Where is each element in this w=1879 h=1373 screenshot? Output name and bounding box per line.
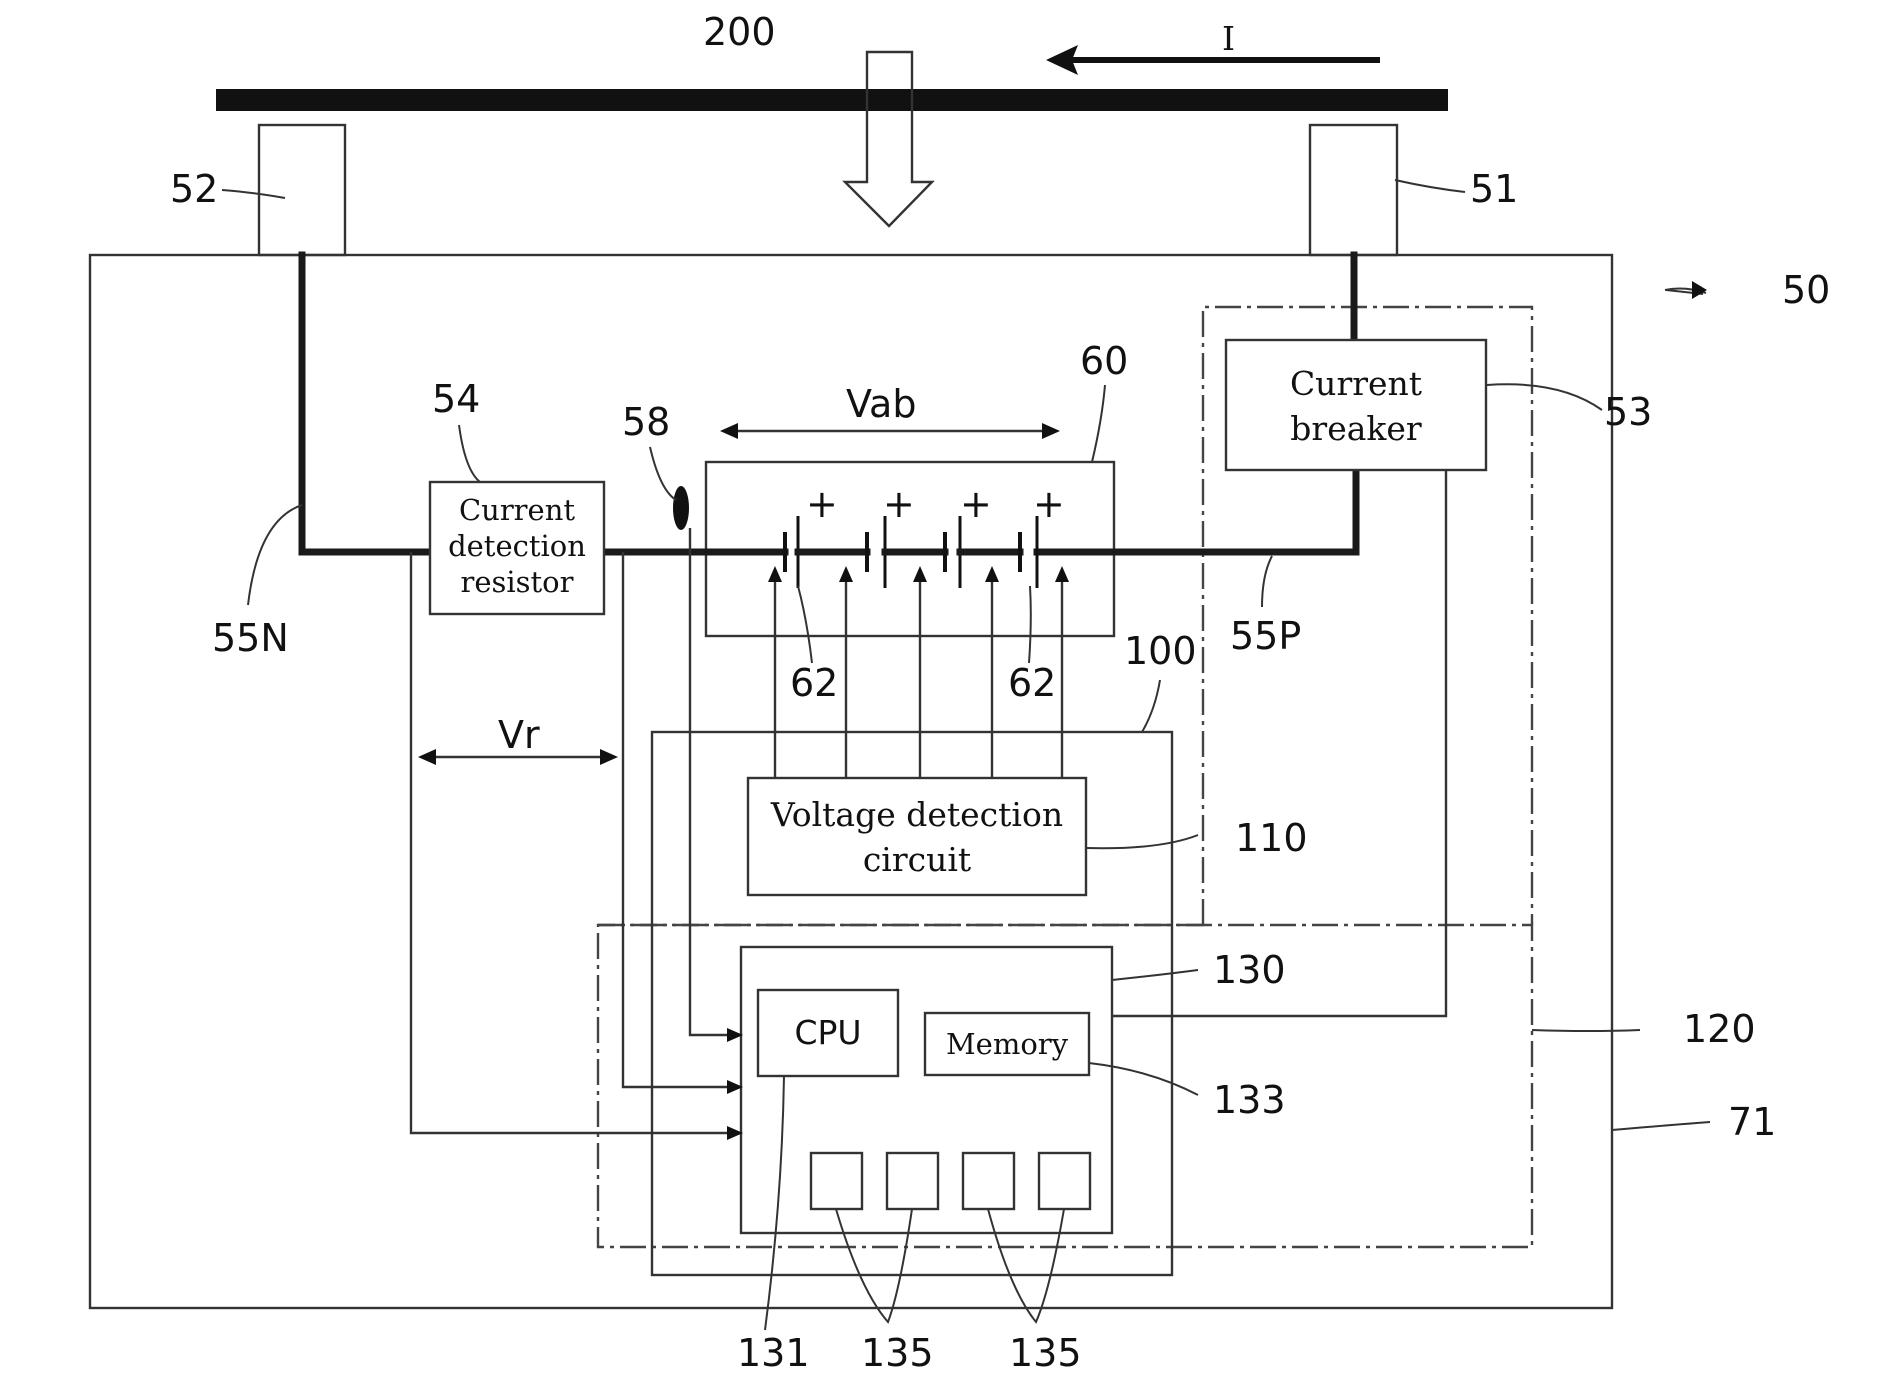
ref-135-right: 135 xyxy=(1009,1331,1082,1373)
terminal-52 xyxy=(259,125,345,255)
ref-120: 120 xyxy=(1683,1007,1756,1051)
temperature-sensor-58 xyxy=(673,486,689,530)
cell-plus-2: + xyxy=(883,482,915,526)
ref-54: 54 xyxy=(432,377,480,421)
ref-53: 53 xyxy=(1604,390,1652,434)
port-135-2 xyxy=(887,1153,938,1209)
ref-55N: 55N xyxy=(212,616,289,660)
ref-71: 71 xyxy=(1728,1100,1776,1144)
ref-133: 133 xyxy=(1213,1078,1286,1122)
ref-130: 130 xyxy=(1213,948,1286,992)
ref-Vab: Vab xyxy=(846,382,916,426)
port-135-4 xyxy=(1039,1153,1090,1209)
ref-131: 131 xyxy=(737,1331,810,1373)
ref-52: 52 xyxy=(170,167,218,211)
memory-label: Memory xyxy=(946,1027,1069,1061)
ref-60: 60 xyxy=(1080,339,1128,383)
ref-50: 50 xyxy=(1782,268,1830,312)
ref-100: 100 xyxy=(1124,629,1197,673)
ref-200: 200 xyxy=(703,10,776,54)
breaker-label-2: breaker xyxy=(1290,409,1422,448)
cell-plus-1: + xyxy=(806,482,838,526)
ref-135-left: 135 xyxy=(861,1331,934,1373)
vdc-label-1: Voltage detection xyxy=(770,795,1063,834)
ref-62-left: 62 xyxy=(790,661,838,705)
ref-62-right: 62 xyxy=(1008,661,1056,705)
cell-plus-3: + xyxy=(960,482,992,526)
vdc-label-2: circuit xyxy=(863,840,971,879)
ref-I: I xyxy=(1222,19,1235,58)
port-135-1 xyxy=(811,1153,862,1209)
resistor-label-1: Current xyxy=(459,493,575,527)
ref-Vr: Vr xyxy=(498,713,540,757)
main-path-left xyxy=(302,255,430,552)
resistor-label-3: resistor xyxy=(460,565,573,599)
current-breaker xyxy=(1226,340,1486,470)
down-arrow xyxy=(845,52,932,226)
port-135-3 xyxy=(963,1153,1014,1209)
ref-55P: 55P xyxy=(1230,614,1301,658)
resistor-label-2: detection xyxy=(448,529,586,563)
terminal-51 xyxy=(1310,125,1397,255)
ref-110: 110 xyxy=(1235,816,1308,860)
ref-58: 58 xyxy=(622,400,670,444)
cpu-label: CPU xyxy=(794,1013,861,1052)
cell-plus-4: + xyxy=(1033,482,1065,526)
ref-51: 51 xyxy=(1470,167,1518,211)
breaker-label-1: Current xyxy=(1290,364,1422,403)
